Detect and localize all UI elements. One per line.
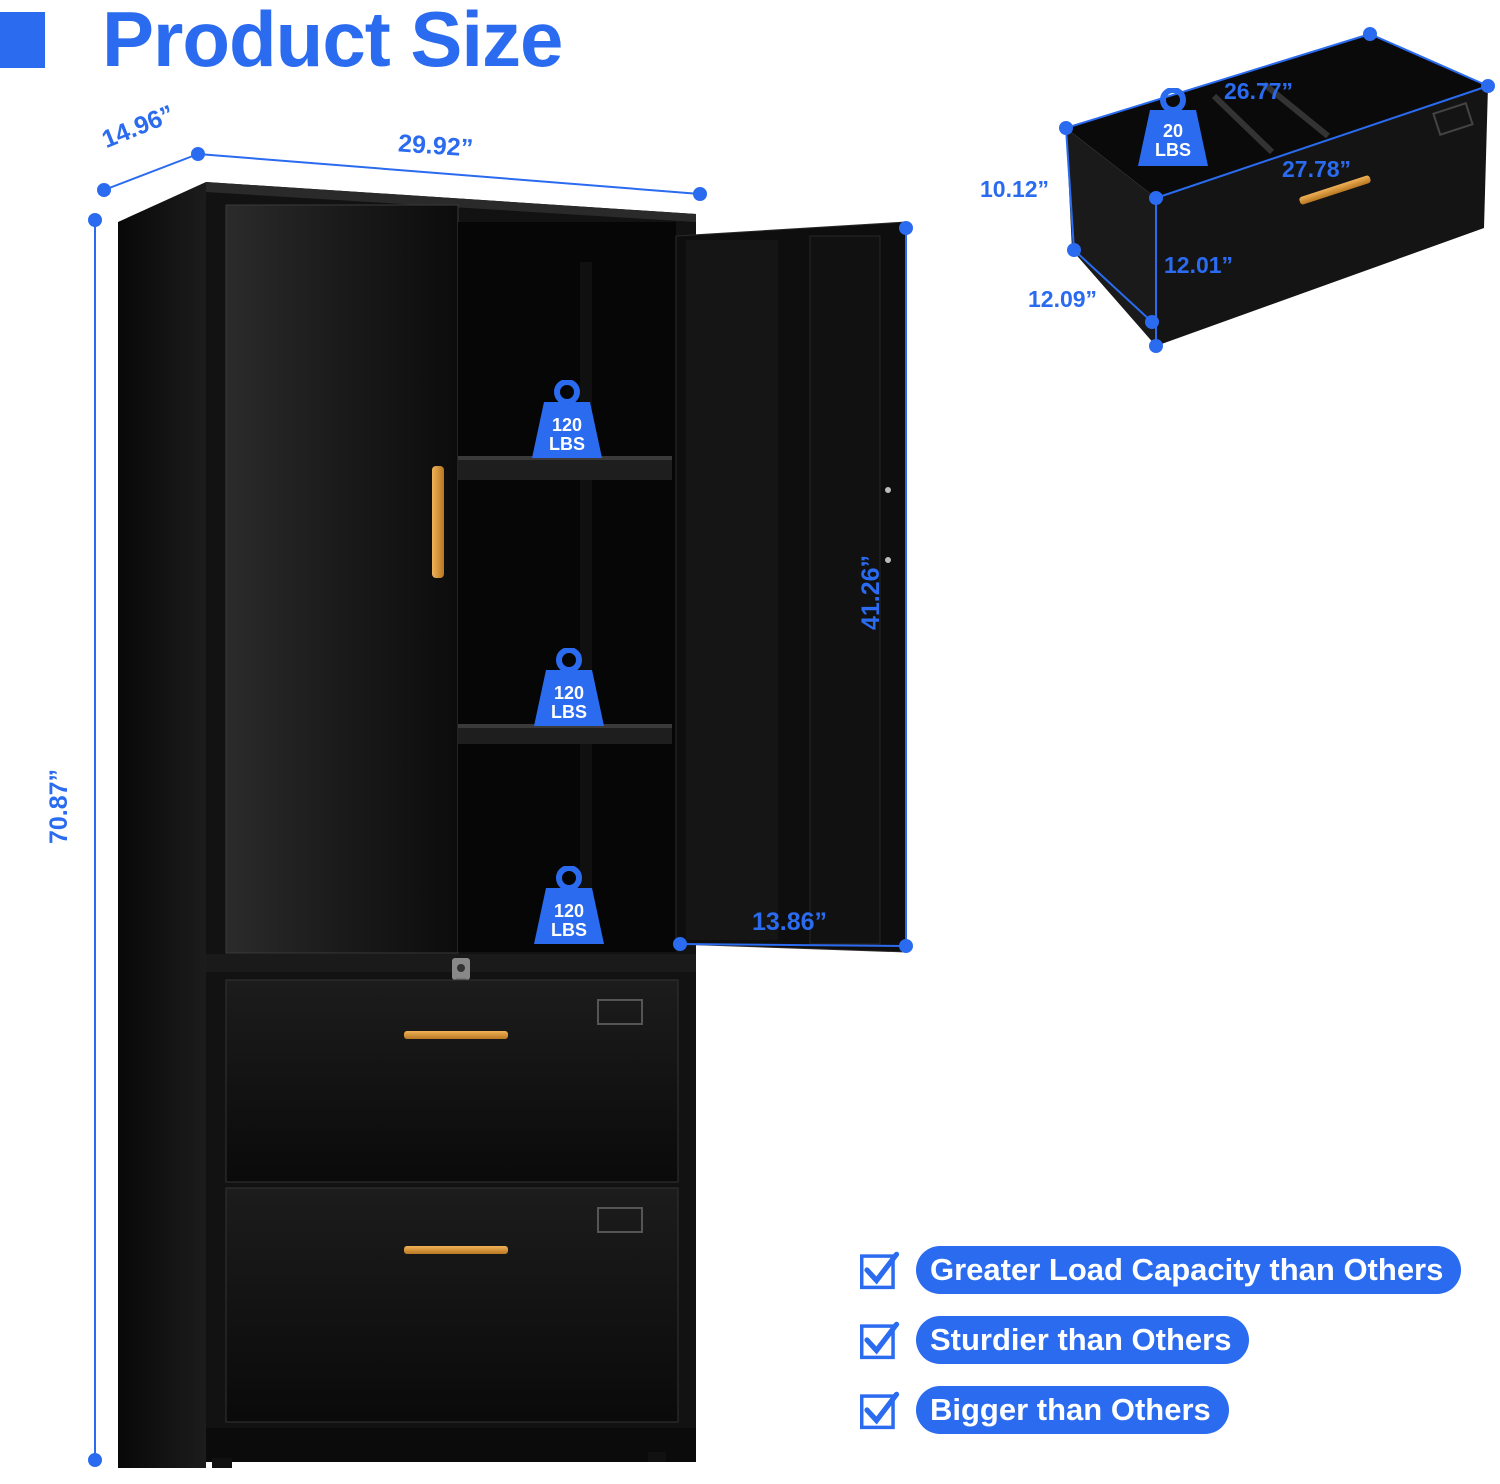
left-door-handle (432, 466, 444, 578)
feature-label: Greater Load Capacity than Others (916, 1246, 1462, 1294)
cabinet-right-door-open (675, 221, 907, 953)
drawer-detail-handle (1299, 175, 1371, 205)
cabinet-drawer-2 (225, 1187, 679, 1423)
checkbox-check-icon (860, 1321, 900, 1360)
drawer-1-label-holder (597, 999, 643, 1025)
weight-icon (534, 647, 604, 726)
drawer-weight-unit: LBS (1155, 140, 1191, 160)
cabinet-foot (212, 1458, 232, 1468)
shelf-middle-weight-value: 120 (553, 683, 585, 703)
drawer-1-handle (404, 1031, 508, 1039)
shelf-middle-weight-badge: 120 LBS (532, 647, 606, 726)
drawer-inner-width-label: 26.77” (1224, 78, 1294, 104)
drawer-dimension-lines (1059, 27, 1495, 353)
checkbox-check-icon (860, 1391, 900, 1430)
shelf-bottom-weight-unit: LBS (551, 920, 587, 940)
page-title: Product Size (102, 0, 563, 83)
shelf-middle-weight-unit: LBS (551, 702, 587, 722)
feature-label: Bigger than Others (916, 1386, 1229, 1434)
weight-icon (1138, 87, 1208, 166)
cabinet-drawer-1 (225, 979, 679, 1183)
drawer-2-label-holder (597, 1207, 643, 1233)
drawer-side-height-label: 12.09” (1028, 286, 1098, 312)
door-height-dimension-label: 41.26” (857, 554, 886, 631)
drawer-outer-width-label: 27.78” (1282, 156, 1352, 182)
shelf-bottom-weight-badge: 120 LBS (532, 865, 606, 944)
drawer-weight-badge: 20 LBS (1136, 87, 1210, 166)
drawer-2-handle (404, 1246, 508, 1254)
shelf-top-weight-value: 120 (551, 415, 583, 435)
drawer-depth-label: 10.12” (980, 176, 1050, 202)
door-width-dimension-label: 13.86” (752, 908, 828, 936)
dimension-lines (88, 147, 913, 1467)
shelf-top-weight-badge: 120 LBS (530, 379, 604, 458)
drawer-weight-value: 20 (1162, 121, 1184, 141)
shelf-bottom-weight-value: 120 (553, 901, 585, 921)
weight-icon (534, 865, 604, 944)
drawer-rail (206, 954, 696, 972)
cabinet-interior (458, 222, 676, 952)
weight-icon (532, 379, 602, 458)
cabinet-left-door (225, 204, 459, 954)
cabinet-base (206, 1428, 696, 1462)
cabinet-foot (648, 1452, 666, 1462)
cabinet-side-panel (118, 182, 206, 1468)
drawer-front-height-label: 12.01” (1164, 252, 1234, 278)
shelf-top-weight-unit: LBS (549, 434, 585, 454)
title-accent-separator (45, 12, 53, 68)
checkbox-check-icon (860, 1251, 900, 1290)
feature-label: Sturdier than Others (916, 1316, 1250, 1364)
width-dimension-label: 29.92” (397, 129, 474, 163)
height-dimension-label: 70.87” (45, 768, 74, 845)
title-accent-bar (0, 12, 46, 68)
